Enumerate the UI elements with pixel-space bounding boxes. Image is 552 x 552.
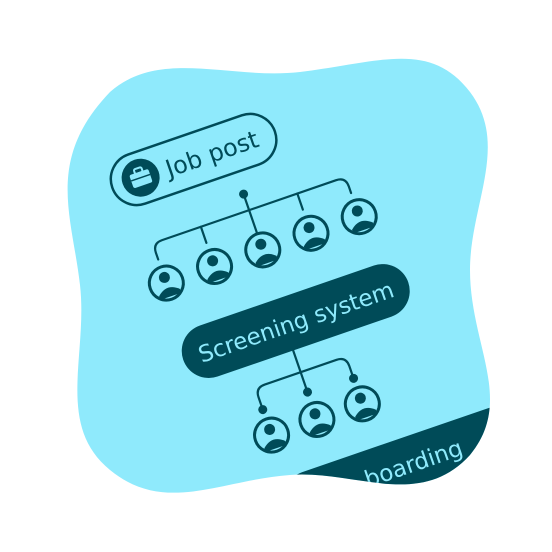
rotated-flow: Job post <box>109 112 491 493</box>
branch-tree-1 <box>153 178 353 261</box>
person-avatar-icon <box>343 385 381 423</box>
person-avatar-icon <box>147 264 185 302</box>
person-avatar-icon <box>244 231 282 269</box>
person-avatar-icon <box>340 198 378 236</box>
person-avatar-icon <box>253 416 291 454</box>
branch-tree-2 <box>256 349 359 415</box>
candidate-group-2 <box>253 385 381 454</box>
person-avatar-icon <box>292 214 330 252</box>
person-avatar-icon <box>298 400 336 438</box>
briefcase-icon <box>121 158 160 197</box>
person-avatar-icon <box>196 247 234 285</box>
background-blob <box>67 58 491 493</box>
candidate-group-1 <box>147 198 378 302</box>
diagram-content: Job post <box>109 112 491 493</box>
